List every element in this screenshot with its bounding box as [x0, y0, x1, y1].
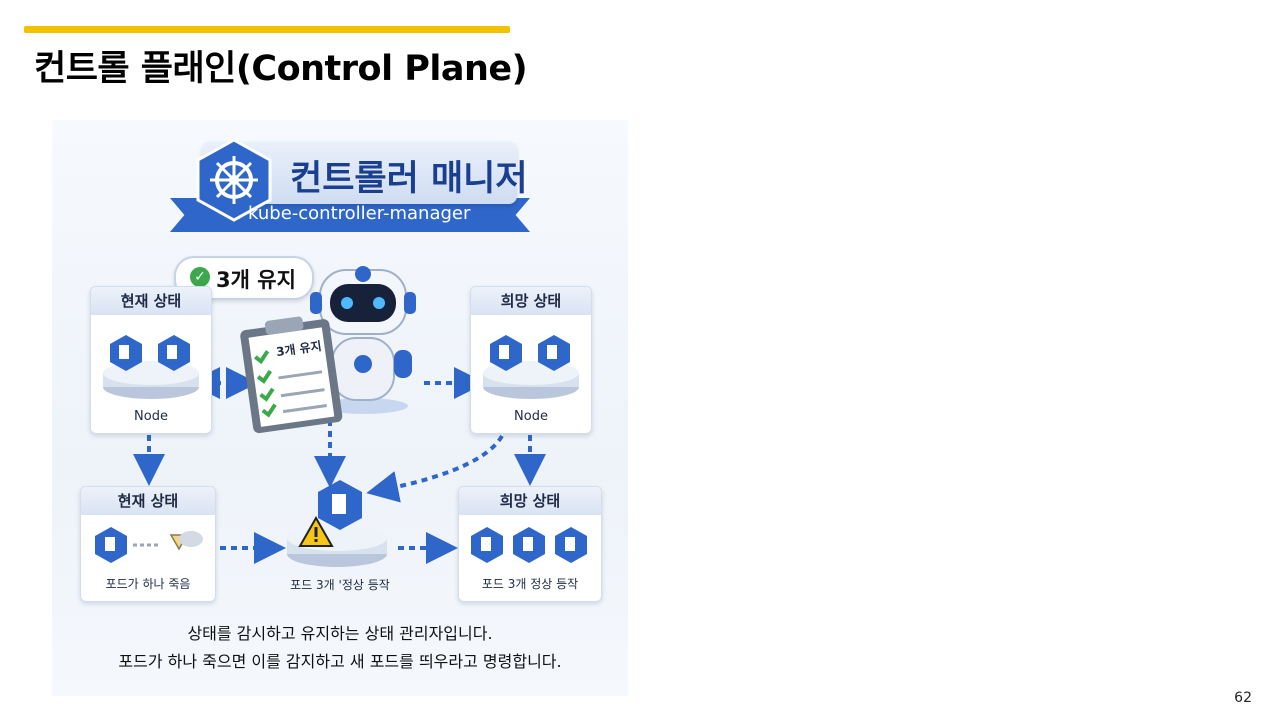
banner-title: 컨트롤러 매니저: [290, 159, 528, 199]
bubble-text: 3개 유지: [216, 268, 296, 292]
check-icon: ✓: [190, 267, 210, 287]
middle-pod-label: 포드 3개 '정상 등작: [290, 578, 390, 592]
desired-state-header-top: 희망 상태: [471, 287, 591, 315]
warning-icon: [298, 516, 334, 547]
caption-line-1: 상태를 감시하고 유지하는 상태 관리자입니다.: [187, 624, 493, 643]
desired-state-panel-top: 희망 상태 Node: [470, 286, 592, 434]
arrow-desired-to-pod: [366, 434, 504, 503]
slide-title: 컨트롤 플래인(Control Plane): [34, 49, 528, 89]
current-state-panel-bottom: 현재 상태 포드가 하나 죽음: [80, 486, 216, 602]
caption-line-2: 포드가 하나 죽으면 이를 감지하고 새 포드를 띄우라고 명령합니다.: [118, 652, 562, 671]
controller-manager-illustration: 컨트롤러 매니저 kube-controller-manager ✓ 3개 유지…: [52, 120, 628, 696]
node-with-pods-icon: [483, 335, 579, 399]
desired-state-bottom-label: 포드 3개 정상 등작: [481, 577, 579, 591]
node-label-top-right: Node: [514, 409, 548, 424]
current-state-panel-top: 현재 상태 Node: [90, 286, 212, 434]
kubernetes-helm-icon: [196, 138, 272, 222]
speech-bubble: ✓ 3개 유지: [174, 256, 314, 300]
banner-subtitle: kube-controller-manager: [248, 203, 471, 224]
node-label-top-left: Node: [134, 409, 168, 424]
desired-state-header-bottom: 희망 상태: [459, 487, 601, 515]
page-number: 62: [1234, 690, 1252, 706]
current-state-bottom-label: 포드가 하나 죽음: [105, 577, 191, 591]
node-with-pods-icon: [103, 335, 199, 399]
three-pods-icon: [471, 527, 587, 563]
current-state-header-top: 현재 상태: [91, 287, 211, 315]
dying-pod-icon: [95, 527, 203, 563]
robot-icon: [310, 266, 416, 414]
title-accent-bar: [24, 26, 510, 33]
current-state-header-bottom: 현재 상태: [81, 487, 215, 515]
clipboard-icon: [240, 316, 343, 434]
flow-arrows: [133, 367, 546, 564]
recovering-pod-icon: [287, 480, 387, 567]
desired-state-panel-bottom: 희망 상태 포드 3개 정상 등작: [458, 486, 602, 602]
